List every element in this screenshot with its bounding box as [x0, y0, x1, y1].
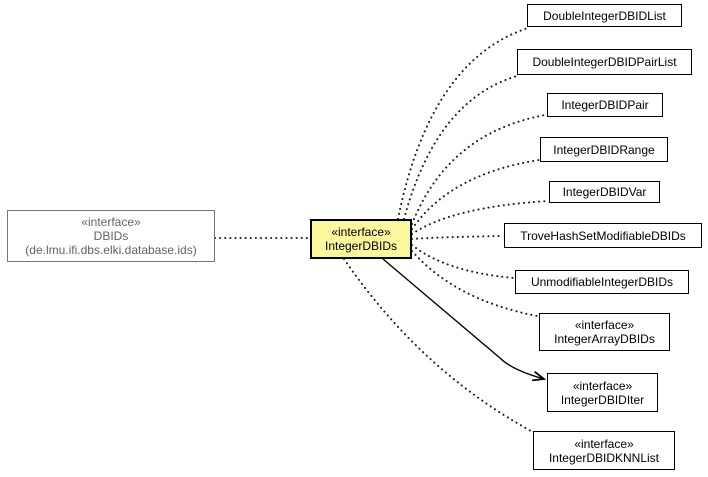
edge-integerdbids-integerarraydbids [411, 250, 538, 317]
edge-integerdbids-unmodifiableintegerdbids [411, 244, 515, 279]
node-integer-dbid-range-name: IntegerDBIDRange [553, 142, 655, 157]
node-unmodifiable-integer-dbids-name: UnmodifiableIntegerDBIDs [530, 275, 674, 289]
node-integer-dbid-iter[interactable]: «interface» IntegerDBIDIter [547, 373, 658, 412]
node-trove-hash-set-modifiable-dbids-name: TroveHashSetModifiableDBIDs [520, 228, 686, 243]
node-double-integer-dbid-pair-list-name: DoubleIntegerDBIDPairList [532, 55, 677, 69]
node-integer-dbids[interactable]: «interface» IntegerDBIDs [310, 219, 412, 259]
edge-integerdbids-integerdbidrange [411, 159, 540, 230]
edge-integerdbids-trovehashsetmodifiabledbids [411, 235, 504, 240]
node-double-integer-dbid-list-name: DoubleIntegerDBIDList [543, 8, 666, 23]
node-dbids-stereotype: «interface» [81, 215, 141, 229]
node-integer-dbids-stereotype: «interface» [331, 225, 391, 239]
node-integer-array-dbids-stereotype: «interface» [574, 318, 635, 332]
node-integer-dbid-var-name: IntegerDBIDVar [562, 185, 647, 199]
edge-integerdbids-doubleintegerdbidlist [397, 27, 529, 220]
node-trove-hash-set-modifiable-dbids[interactable]: TroveHashSetModifiableDBIDs [504, 223, 702, 248]
node-dbids[interactable]: «interface» DBIDs (de.lmu.ifi.dbs.elki.d… [7, 210, 215, 262]
node-integer-dbid-range[interactable]: IntegerDBIDRange [540, 137, 668, 162]
edge-integerdbids-doubleintegerdbidpairlist [403, 75, 518, 220]
edge-integerdbids-integerdbidknnlist [343, 258, 532, 432]
node-dbids-name: DBIDs [93, 229, 129, 243]
node-integer-dbid-iter-name: IntegerDBIDIter [560, 392, 645, 407]
node-integer-array-dbids-name: IntegerArrayDBIDs [554, 332, 655, 346]
node-double-integer-dbid-pair-list[interactable]: DoubleIntegerDBIDPairList [517, 49, 692, 75]
node-integer-dbids-name: IntegerDBIDs [324, 239, 398, 253]
node-unmodifiable-integer-dbids[interactable]: UnmodifiableIntegerDBIDs [515, 270, 689, 294]
node-integer-dbid-knn-list-name: IntegerDBIDKNNList [548, 450, 660, 465]
edge-integerdbids-integerdbiditer-arrow [382, 258, 547, 382]
node-dbids-package: (de.lmu.ifi.dbs.elki.database.ids) [25, 243, 197, 257]
node-integer-dbid-knn-list-stereotype: «interface» [574, 436, 634, 451]
edge-integerdbids-integerdbidpair [411, 114, 546, 225]
node-integer-dbid-knn-list[interactable]: «interface» IntegerDBIDKNNList [533, 431, 675, 470]
node-double-integer-dbid-list[interactable]: DoubleIntegerDBIDList [527, 4, 682, 27]
node-integer-array-dbids[interactable]: «interface» IntegerArrayDBIDs [539, 313, 670, 351]
node-integer-dbid-var[interactable]: IntegerDBIDVar [549, 181, 660, 203]
node-integer-dbid-pair[interactable]: IntegerDBIDPair [547, 93, 663, 117]
node-integer-dbid-pair-name: IntegerDBIDPair [561, 98, 649, 112]
node-integer-dbid-iter-stereotype: «interface» [572, 378, 633, 393]
